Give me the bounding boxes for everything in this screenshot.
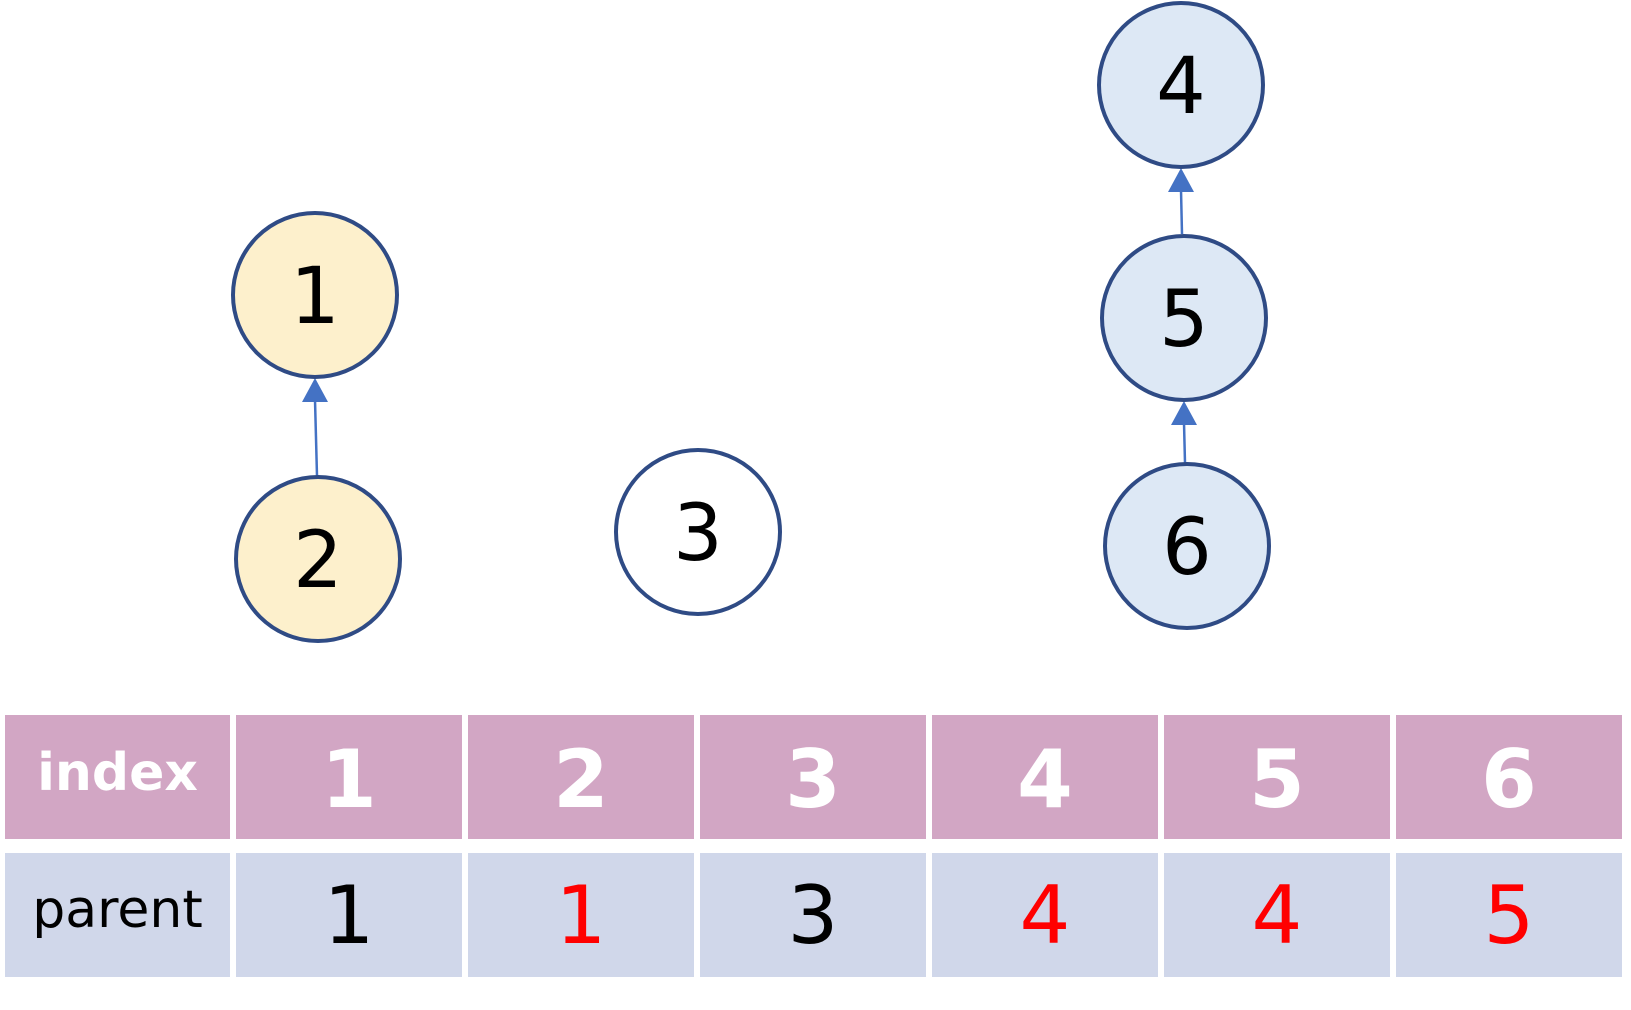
- index-cell-1: 1: [236, 715, 462, 839]
- arrowhead-2-to-1: [302, 378, 328, 402]
- index-row: index 1 2 3 4 5 6: [5, 715, 1622, 839]
- node-4: 4: [1097, 1, 1265, 169]
- edge-5-to-4: [1179, 189, 1184, 235]
- parent-cell-1: 1: [236, 853, 462, 977]
- index-cell-6: 6: [1396, 715, 1622, 839]
- index-cell-2: 2: [468, 715, 694, 839]
- node-1: 1: [231, 211, 399, 379]
- parent-header: parent: [5, 853, 230, 977]
- parent-cell-6: 5: [1396, 853, 1622, 977]
- index-cell-5: 5: [1164, 715, 1390, 839]
- node-1-label: 1: [290, 252, 340, 342]
- parent-cell-2: 1: [468, 853, 694, 977]
- edge-2-to-1: [313, 399, 319, 477]
- node-3: 3: [614, 448, 782, 616]
- node-2-label: 2: [293, 516, 343, 606]
- node-5: 5: [1100, 234, 1268, 402]
- node-4-label: 4: [1156, 42, 1206, 132]
- arrowhead-6-to-5: [1171, 401, 1197, 425]
- node-5-label: 5: [1159, 275, 1209, 365]
- node-2: 2: [234, 475, 402, 643]
- union-find-forest: 1 2 3 4 5 6: [231, 1, 1271, 643]
- parent-cell-4: 4: [932, 853, 1158, 977]
- node-6: 6: [1103, 462, 1271, 630]
- index-header: index: [5, 715, 230, 839]
- parent-cell-5: 4: [1164, 853, 1390, 977]
- node-3-label: 3: [673, 489, 723, 579]
- parent-row: parent 1 1 3 4 4 5: [5, 853, 1622, 977]
- index-cell-3: 3: [700, 715, 926, 839]
- edge-6-to-5: [1182, 422, 1187, 464]
- parent-cell-3: 3: [700, 853, 926, 977]
- arrowhead-5-to-4: [1168, 168, 1194, 192]
- index-cell-4: 4: [932, 715, 1158, 839]
- node-6-label: 6: [1162, 503, 1212, 593]
